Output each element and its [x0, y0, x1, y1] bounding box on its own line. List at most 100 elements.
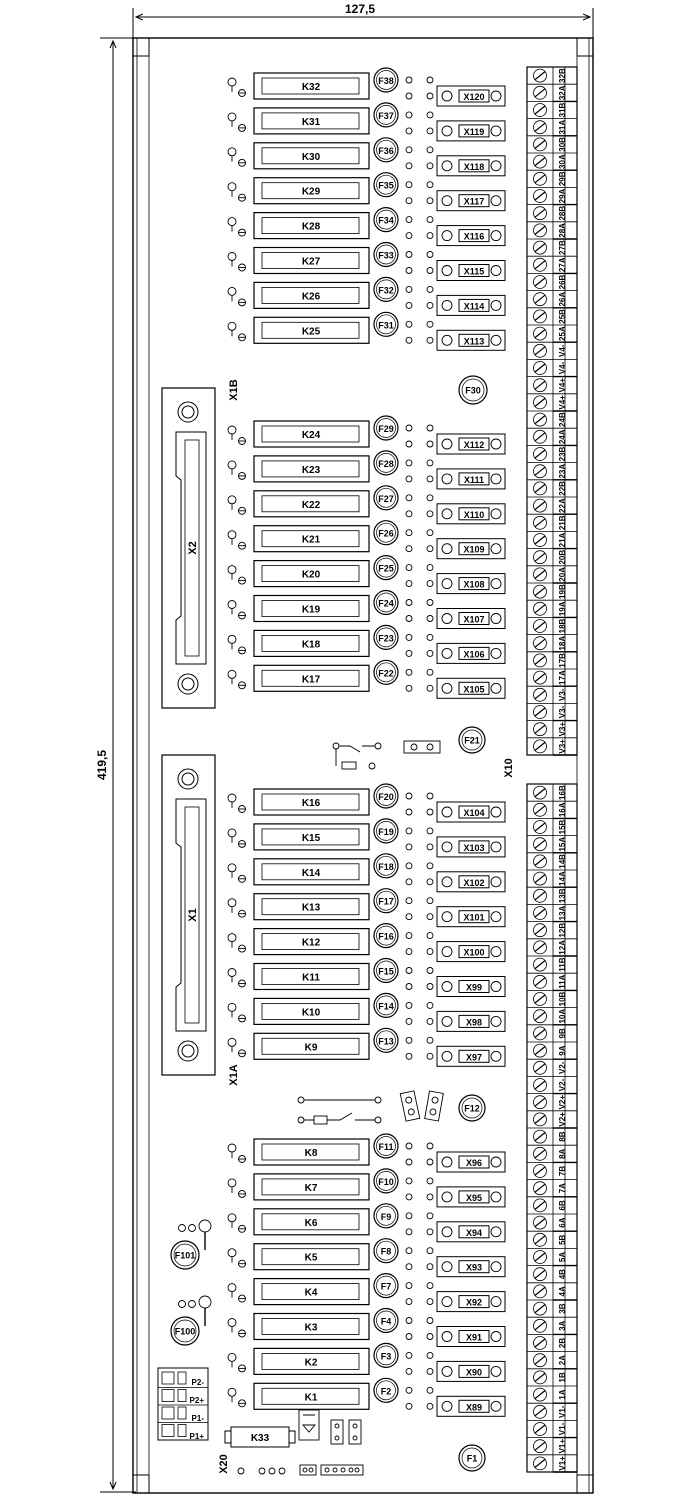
terminal-label: 28B [558, 206, 567, 221]
fuse-label: F17 [378, 897, 394, 907]
channel-row [227, 102, 506, 142]
channel-row [227, 783, 506, 823]
terminal-label: V4+ [558, 378, 567, 393]
terminal-screw [527, 189, 577, 206]
x2-connector [161, 387, 216, 709]
indicator-label: X90 [466, 1367, 482, 1377]
relay-label: K11 [302, 973, 320, 984]
relay-label: K19 [302, 605, 321, 616]
indicator-label: X103 [463, 843, 484, 853]
fuse-holder [373, 172, 399, 198]
indicator-label: X109 [463, 545, 484, 555]
terminal-screw [527, 854, 577, 871]
relay-label: K29 [302, 187, 321, 198]
relay-body [253, 212, 370, 240]
terminal-screw [527, 515, 577, 532]
terminal-label: 8A [558, 1148, 567, 1158]
relay-body [253, 1347, 370, 1376]
power-label: P1+ [190, 1432, 205, 1441]
fuse-holder [373, 818, 399, 844]
indicator-label: X92 [466, 1298, 482, 1308]
relay-label: K27 [302, 257, 321, 268]
channel-row [227, 659, 506, 699]
relay-label: K3 [305, 1323, 318, 1334]
terminal-label: 20A [558, 567, 567, 582]
relay-body [253, 927, 370, 956]
terminal-label: V2+ [558, 1095, 567, 1110]
channel-row [227, 520, 506, 560]
terminal-screw [527, 257, 577, 275]
terminal-screw [527, 739, 577, 756]
indicator-label: X98 [466, 1017, 482, 1027]
relay-body [253, 629, 370, 658]
indicator-label: X106 [463, 649, 484, 659]
fuse-label: F26 [378, 529, 394, 539]
terminal-screw [527, 1060, 577, 1077]
channel-row [227, 589, 506, 629]
terminal-screw [527, 1250, 577, 1267]
terminal-label: 23A [558, 464, 567, 479]
fuse-holder-f12 [458, 1094, 486, 1122]
terminal-screw [527, 722, 577, 739]
terminal-screw [527, 1422, 577, 1439]
fuse-holder [373, 1133, 399, 1159]
fuse-label-f12: F12 [464, 1104, 480, 1114]
channel-row [227, 137, 506, 177]
terminal-screw [527, 1164, 577, 1180]
fuse-label: F18 [378, 862, 394, 872]
indicator-body [436, 941, 506, 963]
terminal-label: 18B [558, 618, 567, 633]
relay-body [253, 962, 370, 991]
indicator-label: X107 [463, 615, 484, 625]
fuse-holder [373, 1377, 399, 1403]
terminal-label: 20B [558, 550, 567, 565]
x1-label: X1 [187, 908, 199, 921]
fuse-holder [373, 276, 399, 302]
relay-body [253, 177, 370, 205]
terminal-label: V3+ [558, 739, 567, 754]
terminal-label: 22A [558, 498, 567, 513]
terminal-label: 4A [558, 1286, 567, 1296]
relay-label: K28 [302, 222, 321, 233]
terminal-label: V2- [558, 1078, 567, 1091]
fuse-holder [373, 1238, 399, 1264]
x10-label: X10 [503, 758, 515, 778]
channel-row [227, 1168, 506, 1208]
fuse-label-f21: F21 [464, 736, 480, 746]
power-terminal [158, 1389, 208, 1406]
indicator-body [436, 801, 506, 823]
terminal-label: 2A [558, 1355, 567, 1365]
terminal-label: 10B [558, 991, 567, 1006]
terminal-label: 11B [558, 957, 567, 971]
dimension-lines [100, 8, 594, 1493]
fuse-label: F4 [381, 1317, 392, 1327]
fuse-label: F31 [378, 320, 394, 330]
indicator-body [436, 225, 506, 247]
channel-row [227, 450, 506, 490]
terminal-screw [527, 584, 577, 601]
terminal-screw [527, 137, 577, 154]
fuse-label: F10 [378, 1177, 394, 1187]
terminal-screw [527, 498, 577, 515]
fuse-indicator-parts [178, 1219, 212, 1326]
fuse-label: F25 [378, 564, 394, 574]
indicator-body [436, 871, 506, 893]
relay-body [253, 594, 370, 623]
terminal-label: 10A [558, 1009, 567, 1024]
terminal-screw [527, 361, 577, 378]
terminal-label: 1B [558, 1372, 567, 1382]
terminal-label: 9A [558, 1045, 567, 1055]
relay-body [253, 420, 370, 448]
terminal-label: 26B [558, 274, 567, 289]
terminal-label: 31A [558, 120, 567, 135]
terminal-screw [527, 1284, 577, 1301]
terminal-label: 5B [558, 1234, 567, 1244]
indicator-label: X102 [463, 878, 484, 888]
terminal-label: 13B [558, 888, 567, 903]
relay-label: K32 [302, 82, 321, 93]
fuse-label: F16 [378, 932, 394, 942]
terminal-screw [527, 447, 577, 464]
indicator-body [436, 1221, 506, 1243]
terminal-label: 26A [558, 292, 567, 307]
terminal-screw [527, 275, 577, 292]
